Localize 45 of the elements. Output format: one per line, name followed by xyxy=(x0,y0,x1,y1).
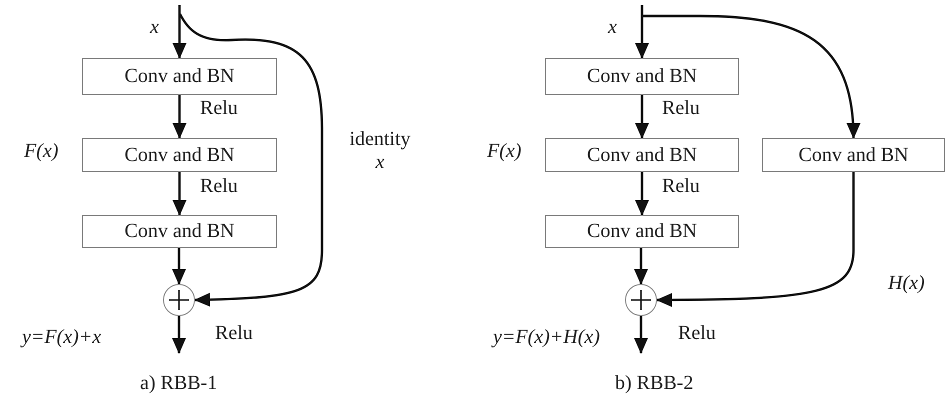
box-text: Conv and BN xyxy=(124,144,234,166)
box-text: Conv and BN xyxy=(124,65,234,88)
formula-label: F(x) xyxy=(487,140,522,163)
arrow xyxy=(635,5,649,59)
edge-label: Relu xyxy=(662,175,700,198)
process-box xyxy=(762,138,945,172)
formula-label: y=F(x)+x xyxy=(22,326,102,349)
arrow xyxy=(634,316,648,354)
process-box xyxy=(545,58,739,95)
sum-circle xyxy=(163,284,195,316)
formula-label: F(x) xyxy=(24,140,58,163)
process-box xyxy=(545,138,739,172)
formula-label: y=F(x)+H(x) xyxy=(493,326,600,349)
edge-label: identity x xyxy=(348,128,412,174)
box-text: Conv and BN xyxy=(587,144,697,166)
arrow xyxy=(172,248,186,285)
arrow xyxy=(634,248,648,285)
box-text: Conv and BN xyxy=(587,65,697,88)
edge-label: x xyxy=(150,16,159,39)
arrow xyxy=(635,95,649,139)
edge-label: Relu xyxy=(215,322,253,345)
arrow xyxy=(172,5,186,59)
edge-label: Relu xyxy=(200,175,238,198)
arrow xyxy=(642,14,860,139)
edge-label: H(x) xyxy=(888,272,925,295)
process-box xyxy=(545,215,739,248)
arrow xyxy=(172,95,186,139)
arrow xyxy=(635,172,649,216)
process-box xyxy=(82,138,277,172)
arrow xyxy=(656,172,855,307)
caption: a) RBB-1 xyxy=(140,372,218,395)
arrow xyxy=(178,13,324,307)
sum-circle xyxy=(625,284,657,316)
process-box xyxy=(82,58,277,95)
edge-label: x xyxy=(608,16,617,39)
arrow xyxy=(172,172,186,216)
process-box xyxy=(82,215,277,248)
arrow xyxy=(172,316,186,354)
edge-label: Relu xyxy=(678,322,716,345)
box-text: Conv and BN xyxy=(798,144,908,166)
edge-label: Relu xyxy=(200,97,238,120)
caption: b) RBB-2 xyxy=(615,372,694,395)
edge-label: Relu xyxy=(662,97,700,120)
box-text: Conv and BN xyxy=(587,220,697,243)
box-text: Conv and BN xyxy=(124,220,234,243)
